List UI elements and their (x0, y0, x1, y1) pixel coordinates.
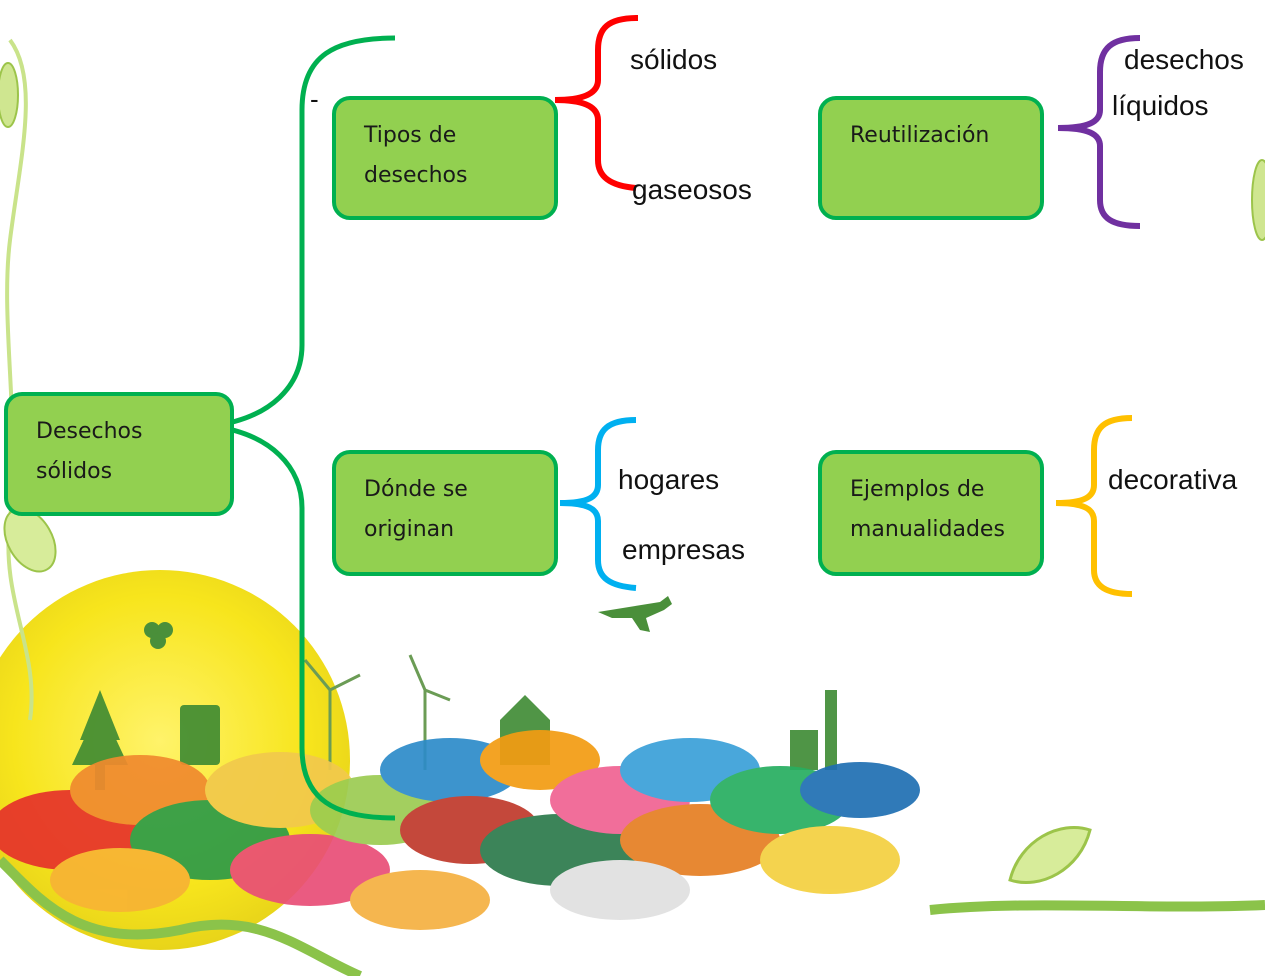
leaf-desechos: desechos (1124, 44, 1244, 75)
leaf-icon (1008, 825, 1092, 885)
node-tipos-de-desechos[interactable]: Tipos de desechos (332, 96, 558, 220)
root-node-line2: sólidos (36, 459, 113, 484)
node-ejemplos-line2: manualidades (850, 517, 1005, 542)
node-ejemplos-line1: Ejemplos de (850, 477, 985, 502)
root-node[interactable]: Desechos sólidos (4, 392, 234, 516)
root-node-line1: Desechos (36, 419, 143, 444)
leaf-solidos: sólidos (630, 44, 718, 75)
leaf-gaseosos: gaseosos (632, 174, 752, 205)
node-reutilizacion[interactable]: Reutilización (818, 96, 1044, 220)
clover-icon (144, 622, 173, 649)
node-donde-line1: Dónde se (364, 477, 468, 502)
yellow-bracket (1055, 415, 1133, 597)
airplane-icon (598, 596, 672, 632)
leaf-icon (1251, 159, 1265, 241)
vine-left (5, 38, 34, 721)
node-ejemplos-de-manualidades[interactable]: Ejemplos de manualidades (818, 450, 1044, 576)
node-tipos-line1: Tipos de (364, 123, 457, 148)
red-bracket (554, 15, 639, 191)
leaf-decorativa: decorativa (1108, 464, 1238, 495)
leaf-icon (0, 62, 19, 128)
stray-dash: - (310, 84, 319, 114)
leaf-hogares: hogares (618, 464, 720, 495)
purple-bracket (1057, 35, 1141, 229)
node-donde-line2: originan (364, 517, 455, 542)
leaf-empresas: empresas (622, 534, 745, 565)
node-reutilizacion-line1: Reutilización (850, 123, 990, 148)
leaf-liquidos: líquidos (1112, 90, 1209, 121)
vine-bottom-right (929, 900, 1265, 915)
colorful-clouds (0, 730, 920, 930)
node-tipos-line2: desechos (364, 163, 468, 188)
blue-bracket (559, 417, 637, 591)
node-donde-se-originan[interactable]: Dónde se originan (332, 450, 558, 576)
vine-bottom-left (0, 856, 362, 976)
